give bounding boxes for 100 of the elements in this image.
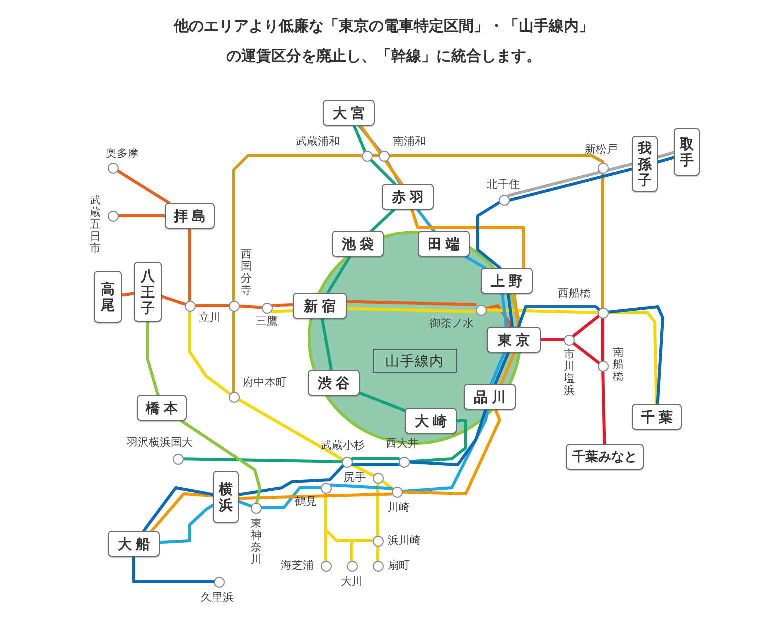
rail-line — [160, 295, 186, 306]
station-box: 高尾 — [94, 271, 122, 323]
station-label: 府中本町 — [243, 376, 287, 390]
station-label: 市川塩浜 — [564, 349, 575, 398]
station-label: 北千住 — [487, 178, 520, 192]
rail-line — [369, 158, 396, 186]
rail-line — [180, 420, 262, 504]
rail-line — [508, 168, 634, 202]
station-label: 羽沢横浜国大 — [127, 436, 193, 450]
rail-line — [320, 318, 334, 372]
station-label: 海芝浦 — [281, 559, 314, 573]
rail-line — [602, 172, 604, 309]
station-box: 品川 — [464, 384, 516, 410]
rail-line — [508, 162, 634, 198]
rail-line — [238, 464, 345, 496]
rail-line — [464, 256, 486, 270]
station-label: 武蔵浦和 — [296, 135, 340, 149]
station-label: 東神奈川 — [251, 518, 262, 566]
rail-line — [607, 306, 664, 406]
rail-line — [194, 304, 230, 308]
station-box: 渋谷 — [308, 370, 360, 396]
rail-line — [188, 228, 192, 302]
rail-line — [501, 292, 508, 328]
station-box: 千葉みなと — [566, 444, 644, 470]
station-box: 上野 — [481, 268, 533, 294]
rail-line — [330, 484, 393, 490]
rail-line — [656, 156, 676, 164]
station-label: 南船橋 — [613, 347, 624, 384]
rail-line — [485, 308, 599, 314]
station-label: 南浦和 — [393, 135, 426, 149]
rail-line — [182, 458, 343, 464]
rail-line — [380, 480, 394, 490]
rail-line — [490, 352, 506, 386]
station-label: 御茶ノ水 — [430, 317, 474, 331]
rail-line — [476, 201, 502, 270]
rail-line — [408, 420, 468, 464]
rail-line — [517, 306, 600, 328]
station-label: 鶴見 — [295, 495, 317, 509]
rail-line — [351, 464, 400, 466]
station-box: 池袋 — [332, 231, 384, 257]
rail-line — [271, 304, 294, 308]
station-box: 大船 — [108, 531, 160, 557]
station-label: 武蔵小杉 — [321, 439, 365, 453]
rail-line — [150, 492, 214, 532]
station-box: 我孫子 — [632, 136, 658, 192]
station-box: 拝島 — [165, 203, 215, 229]
rail-line — [607, 312, 658, 406]
station-box: 八王子 — [134, 262, 162, 322]
rail-line — [376, 482, 380, 537]
rail-line — [260, 486, 322, 510]
rail-line — [507, 292, 514, 328]
station-label: 大川 — [341, 575, 363, 589]
rail-line — [484, 304, 512, 328]
station-box: 東京 — [487, 327, 541, 353]
station-label: 尻手 — [344, 471, 366, 485]
rail-line — [602, 370, 606, 446]
rail-line — [232, 154, 363, 302]
rail-line — [376, 545, 380, 562]
rail-line — [326, 256, 352, 294]
station-label: 新松戸 — [585, 143, 618, 157]
rail-line — [500, 352, 516, 386]
station-label: 奥多摩 — [106, 147, 139, 161]
rail-line — [116, 169, 171, 204]
rail-line — [146, 320, 160, 396]
rail-line — [388, 154, 604, 164]
station-box: 赤羽 — [382, 184, 434, 210]
station-label: 川崎 — [388, 501, 410, 515]
rail-line — [602, 317, 604, 362]
rail-line — [371, 154, 380, 158]
rail-line — [346, 307, 477, 314]
station-box: 橋本 — [137, 395, 187, 421]
station-box: 大崎 — [405, 408, 457, 434]
rail-line — [238, 500, 252, 508]
station-box: 新宿 — [293, 293, 347, 319]
rail-line — [350, 540, 374, 562]
rail-line — [358, 124, 382, 154]
rail-line — [410, 208, 526, 270]
rail-line — [370, 208, 396, 232]
rail-line — [408, 408, 488, 466]
rail-line — [358, 392, 406, 412]
rail-line — [360, 124, 404, 186]
rail-line — [271, 310, 294, 314]
station-box: 横浜 — [213, 471, 239, 523]
rail-line — [572, 314, 600, 338]
rail-line — [540, 338, 565, 342]
station-label: 三鷹 — [256, 315, 278, 329]
station-box: 田端 — [418, 231, 470, 257]
rail-line — [238, 304, 263, 310]
station-label: 浜川崎 — [388, 534, 421, 548]
rail-line — [385, 159, 402, 186]
rail-line — [351, 458, 400, 460]
rail-line — [572, 342, 600, 364]
rail-line — [346, 300, 477, 306]
station-label: 扇町 — [388, 559, 410, 573]
rail-line — [238, 492, 393, 500]
rail-line — [120, 292, 136, 297]
rail-line — [352, 124, 366, 152]
title: 他のエリアより低廉な「東京の電車特定区間」・「山手線内」の運賃区分を廃止し、「幹線」に統合します。 — [172, 17, 595, 67]
station-label: 立川 — [199, 311, 221, 325]
zone-label-box: 山手線内 — [373, 349, 457, 373]
